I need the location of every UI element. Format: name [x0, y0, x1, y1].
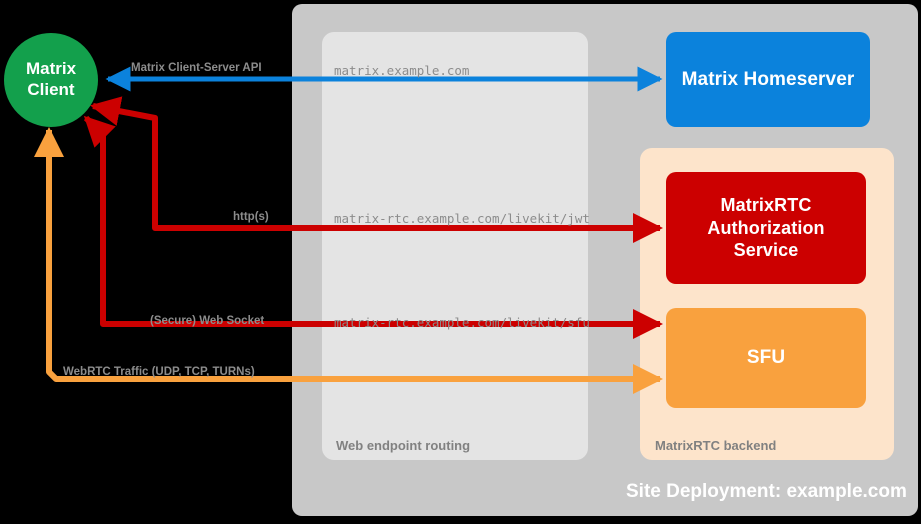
connector-label-webrtc-traffic: WebRTC Traffic (UDP, TCP, TURNs)	[63, 366, 255, 378]
connector-label-matrix-client-server-api: Matrix Client-Server API	[131, 62, 262, 74]
zone-label-matrixrtc-backend: MatrixRTC backend	[655, 438, 777, 453]
connector-https	[90, 96, 663, 243]
connector-webrtc-traffic	[34, 127, 663, 394]
node-matrixrtc-authorization-service-label: MatrixRTC Authorization Service	[707, 195, 825, 261]
node-matrix-client-label: Matrix Client	[25, 59, 77, 99]
endpoint-url-matrix: matrix.example.com	[334, 63, 470, 78]
endpoint-url-livekit-jwt: matrix-rtc.example.com/livekit/jwt	[334, 211, 590, 226]
site-deployment-label: Site Deployment: example.com	[626, 481, 907, 502]
endpoint-url-livekit-sfu: matrix-rtc.example.com/livekit/sfu	[334, 315, 590, 330]
node-matrix-client[interactable]: Matrix Client	[4, 33, 98, 127]
node-sfu-label: SFU	[746, 347, 786, 369]
zone-label-web-endpoint-routing: Web endpoint routing	[336, 438, 471, 453]
node-sfu[interactable]: SFU	[666, 308, 866, 408]
connector-label-secure-web-socket: (Secure) Web Socket	[150, 315, 265, 327]
connector-label-https: http(s)	[233, 211, 269, 223]
node-matrix-homeserver[interactable]: Matrix Homeserver	[666, 32, 870, 127]
node-matrix-homeserver-label: Matrix Homeserver	[681, 68, 855, 90]
node-matrixrtc-authorization-service[interactable]: MatrixRTC Authorization Service	[666, 172, 866, 284]
